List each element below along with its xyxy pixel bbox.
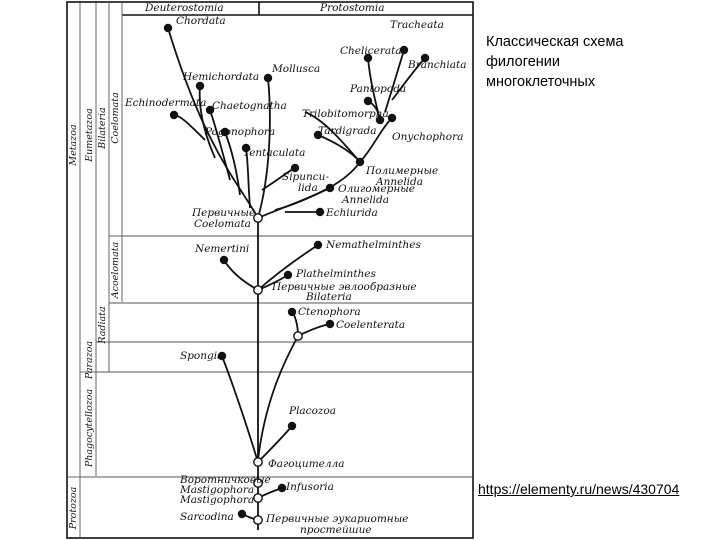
header-deuterostomia: Deuterostomia [144,2,224,14]
taxon-coelenterata: Coelenterata [336,319,405,331]
taxon-phagocytella: Фагоцителла [268,458,345,470]
column-radiata: Radiata [97,306,108,345]
ancestor-nodes [253,213,303,525]
column-parazoa: Parazoa [84,341,95,381]
taxon-trilobitomorpha: Trilobitomorpha [302,108,389,120]
taxon-tardigrada: Tardigrada [318,125,377,137]
diagram-frame [66,1,474,539]
taxon-choanoflagellate-line2: Mastigophora [179,484,254,496]
taxon-pantopoda: Pantopoda [349,83,406,95]
header-protostomia: Protostomia [319,2,384,14]
column-acoelomata: Acoelomata [110,241,121,299]
column-eumetazoa: Eumetazoa [84,108,95,163]
taxon-echinodermata: Echinodermata [124,97,206,109]
taxon-branchiata: Branchiata [407,59,467,71]
taxon-onychophora: Onychophora [392,131,463,143]
taxon-placozoa: Placozoa [288,405,336,417]
taxon-choanoflagellate-line1: Воротничковые [179,474,271,486]
source-link[interactable]: https://elementy.ru/news/430704 [478,481,680,497]
taxon-sipunculida-line2: lida [298,182,318,194]
caption-line-1: Классическая схема [486,34,624,50]
taxon-primary-eukaryotes-line1: Первичные эукариотные [265,513,408,525]
taxon-infusoria: Infusoria [285,481,334,493]
taxon-oligomeric-line1: Олигомерные [338,183,415,195]
taxon-pogonophora: Pogonophora [204,126,275,138]
slide-caption: Классическая схема филогении многоклеточ… [486,32,686,92]
taxon-ctenophora: Ctenophora [298,306,361,318]
taxon-coelomata-ancestor-line2: Coelomata [194,218,251,230]
column-metazoa: Metazoa [68,124,79,167]
column-phagocytellozoa: Phagocytellozoa [84,389,95,469]
taxon-dots [163,23,430,519]
caption-line-2: филогении [486,54,560,70]
taxon-chordata: Chordata [176,15,226,27]
taxon-bilateria-ancestor-line2: Bilateria [305,291,352,303]
taxon-sarcodina: Sarcodina [180,511,234,523]
taxon-hemichordata: Hemichordata [182,71,259,83]
taxon-coelomata-ancestor-line1: Первичные [191,207,255,219]
taxon-nemertini: Nemertini [194,243,249,255]
taxon-labels: Chordata Hemichordata Echinodermata Chae… [124,15,467,536]
taxon-chelicerata: Chelicerata [340,45,402,57]
taxon-mastigophora: Mastigophora [179,494,254,506]
taxon-polychaeta-line1: Полимерные [365,165,438,177]
classification-columns: Metazoa Eumetazoa Bilateria Coelomata Ac… [67,2,123,538]
taxon-tracheata: Tracheata [390,19,444,31]
taxon-polychaeta-line2: Annelida [375,176,423,188]
taxon-tentaculata: Tentaculata [243,147,305,159]
taxon-nemathelminthes: Nemathelminthes [325,239,421,251]
column-bilateria: Bilateria [97,107,108,150]
column-coelomata: Coelomata [110,92,121,144]
taxon-echiurida: Echiurida [325,207,378,219]
taxon-chaetognatha: Chaetognatha [212,100,287,112]
taxon-mollusca: Mollusca [271,63,320,75]
caption-line-3: многоклеточных [486,74,596,90]
taxon-spongia: Spongia [180,350,223,362]
column-protozoa: Protozoa [68,486,79,530]
taxon-bilateria-ancestor-line1: Первичные эвлообразные [271,281,417,293]
taxon-primary-eukaryotes-line2: простейшие [300,524,372,536]
taxon-plathelminthes: Plathelminthes [295,268,377,280]
taxon-sipunculida-line1: Sipuncu- [282,171,329,183]
taxon-oligomeric-line2: Annelida [341,194,389,206]
